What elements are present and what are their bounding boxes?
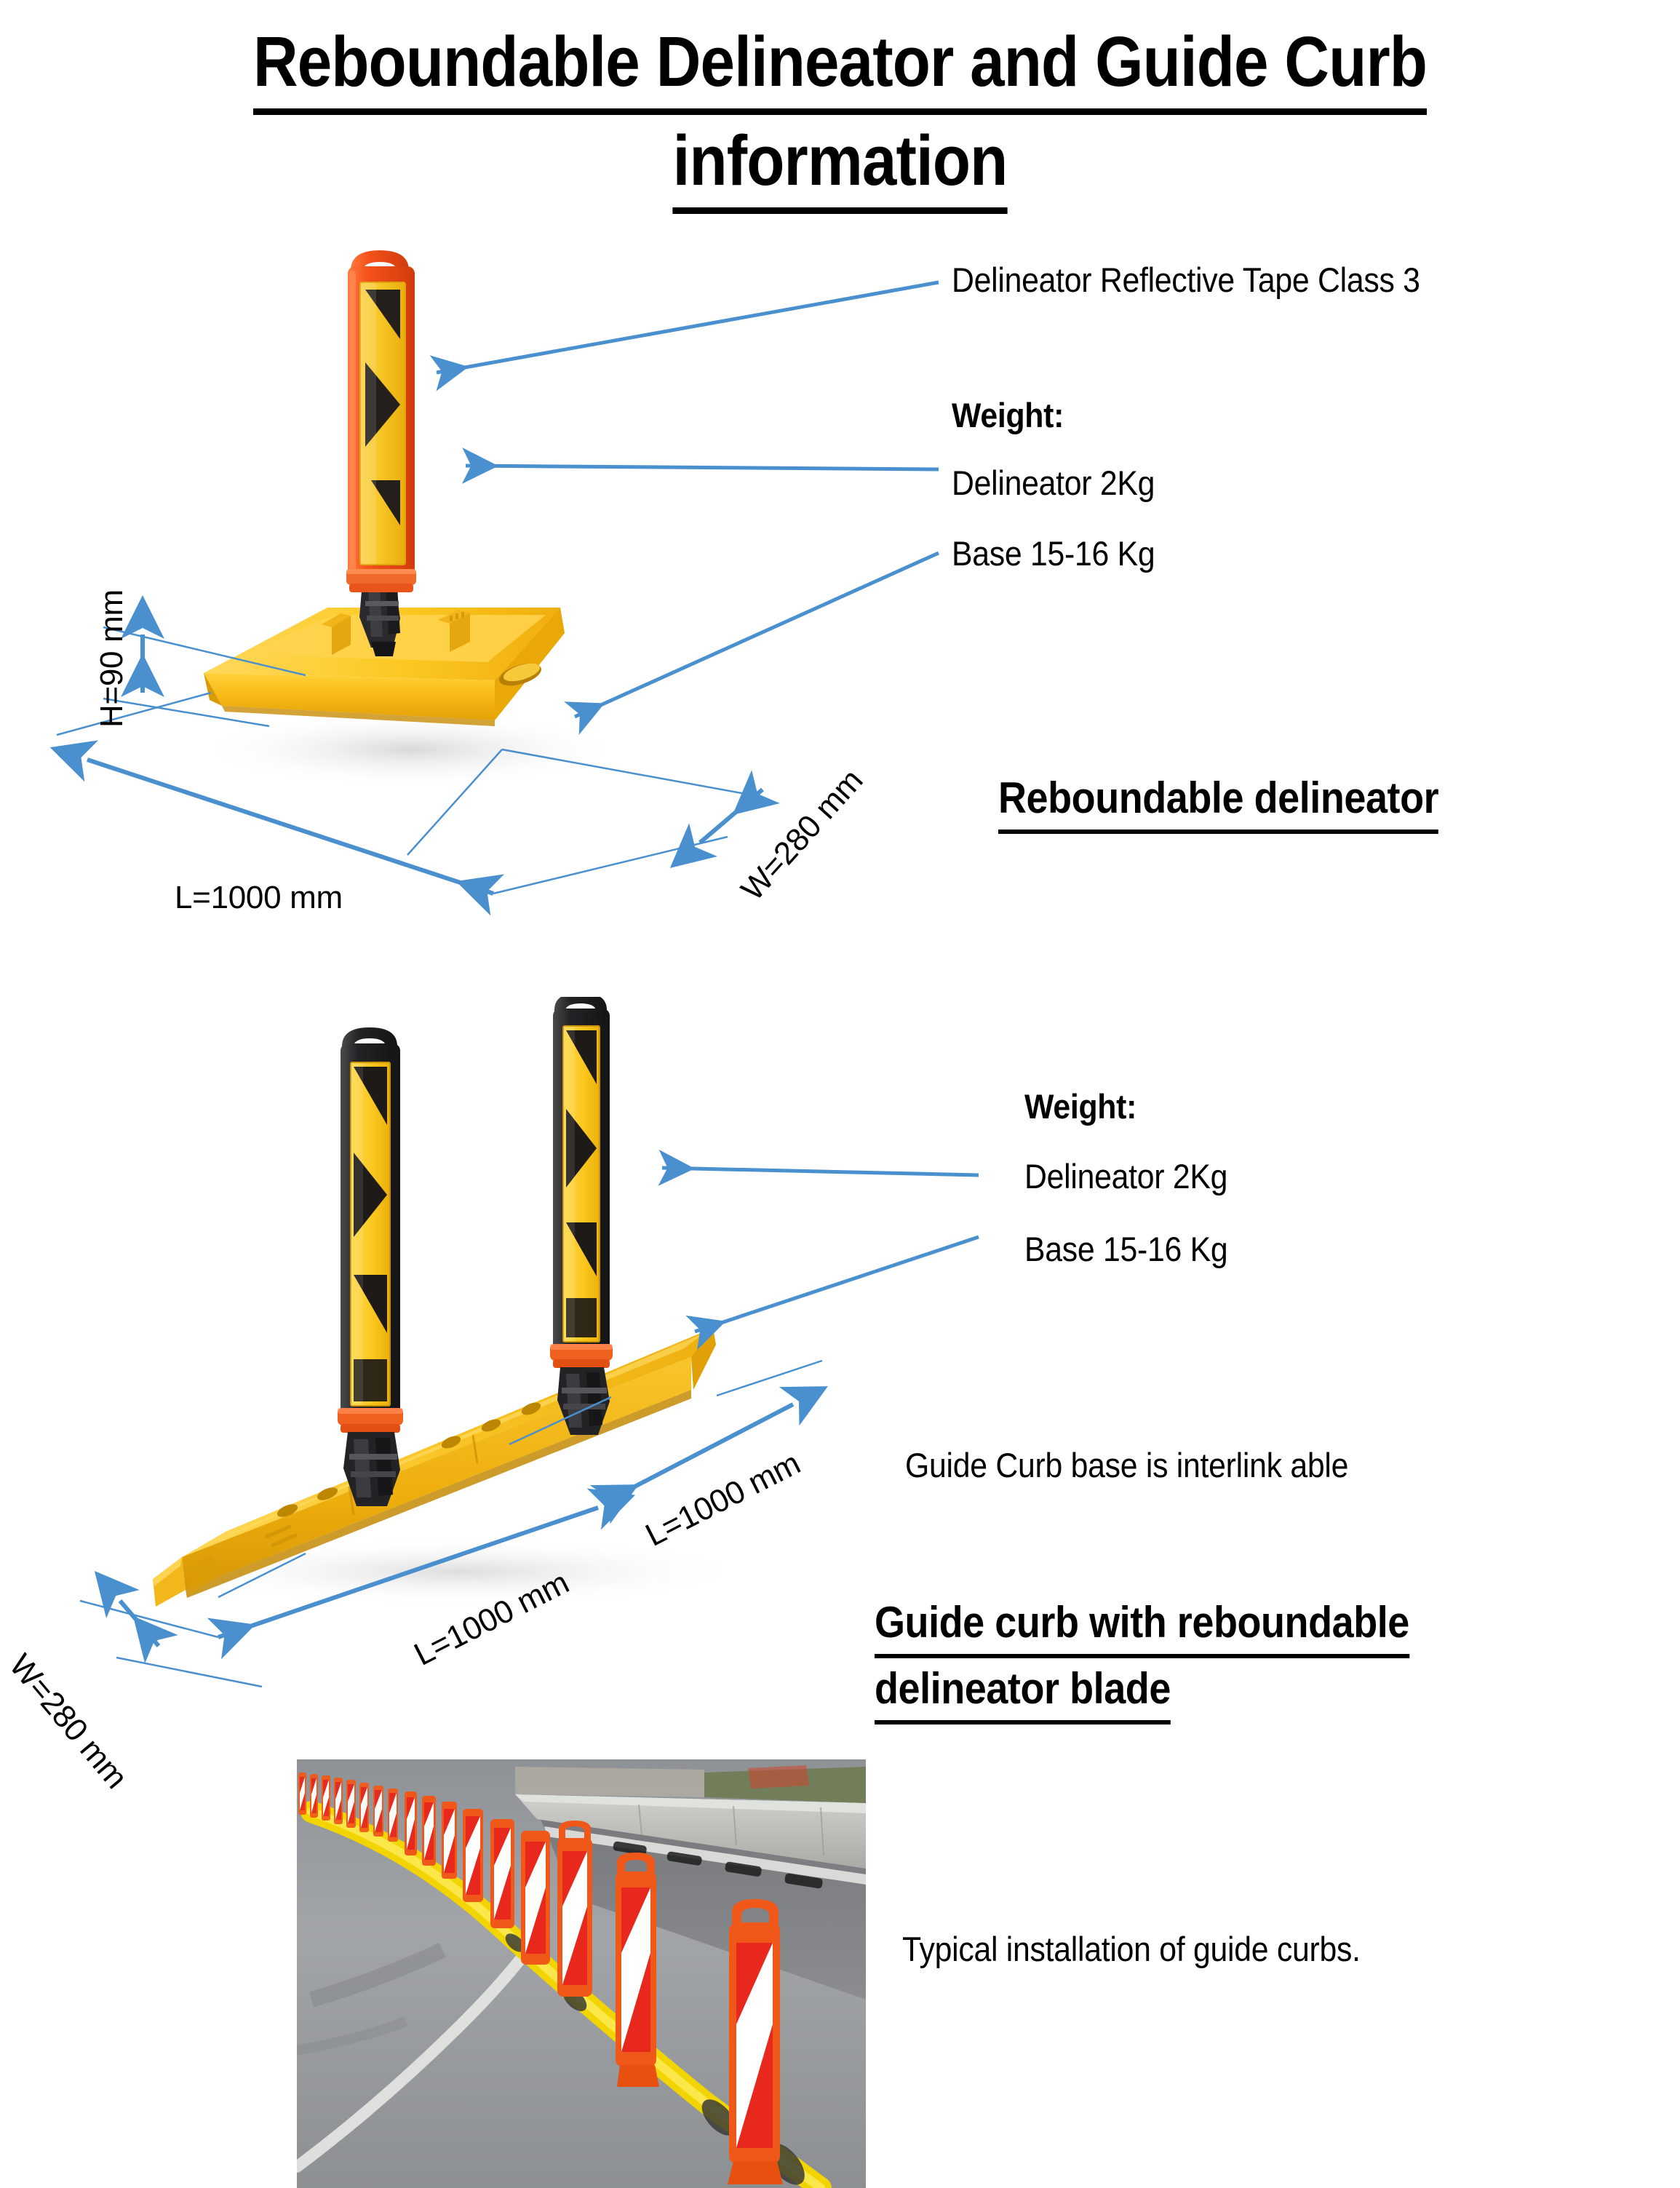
weight-value-delineator: Delineator 2Kg: [952, 464, 1155, 502]
page-title-line-1: Reboundable Delineator and Guide Curb: [252, 16, 1428, 115]
photo-caption: Typical installation of guide curbs.: [902, 1930, 1361, 1968]
heading-guide-curb: Guide curb with reboundable delineator b…: [875, 1592, 1409, 1724]
dimension-height-label: H=90 mm: [94, 589, 130, 728]
weight-label-delineator: Weight:: [952, 396, 1064, 434]
dimension-length-label: L=1000 mm: [175, 880, 343, 915]
weight-value-base: Base 15-16 Kg: [952, 534, 1155, 573]
page-title-line-2: information: [672, 115, 1008, 214]
installation-photo: [297, 1759, 866, 2188]
guide-curb-image: [109, 997, 837, 1637]
weight-label-guide-curb: Weight:: [1024, 1087, 1137, 1126]
weight-value-delineator-2: Delineator 2Kg: [1024, 1157, 1228, 1196]
note-interlink: Guide Curb base is interlink able: [905, 1446, 1349, 1484]
heading-reboundable-delineator: Reboundable delineator: [998, 768, 1439, 834]
reboundable-delineator-image: [153, 240, 706, 844]
dimension-width-label-2: W=280 mm: [2, 1647, 135, 1796]
weight-value-base-2: Base 15-16 Kg: [1024, 1230, 1228, 1268]
dimension-width-label: W=280 mm: [734, 763, 870, 908]
callout-reflective-tape: Delineator Reflective Tape Class 3: [952, 260, 1420, 299]
page-title: Reboundable Delineator and Guide Curb in…: [101, 16, 1580, 214]
